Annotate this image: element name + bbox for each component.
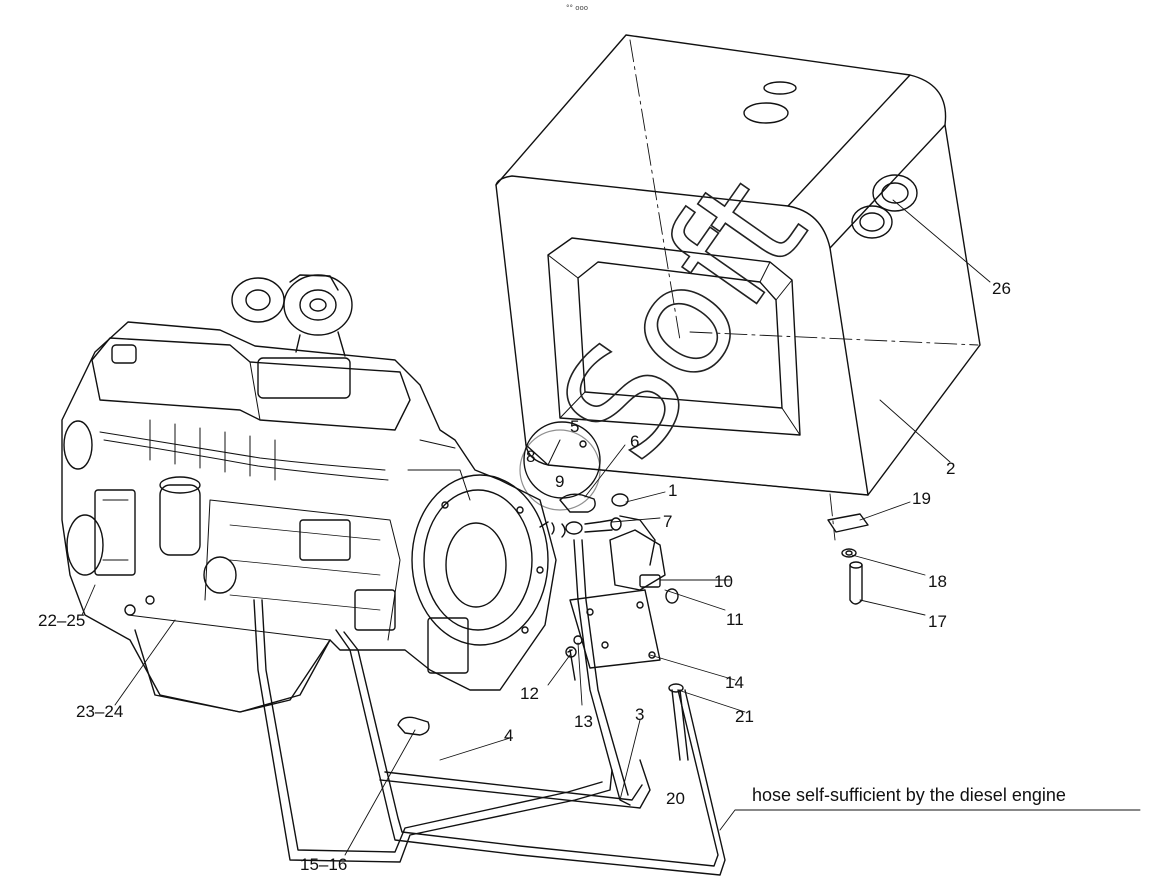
header-mark: °° ooo: [566, 4, 588, 12]
callout-1: 1: [668, 481, 677, 500]
fuel-hoses: [253, 513, 869, 876]
hose-caption: hose self-sufficient by the diesel engin…: [752, 785, 1066, 805]
watermark-text: Soft: [527, 148, 839, 490]
callout-10: 10: [714, 572, 733, 591]
callout-20: 20: [666, 789, 685, 808]
callout-26: 26: [992, 279, 1011, 298]
callout-9: 9: [555, 472, 564, 491]
callout-21: 21: [735, 707, 754, 726]
callout-23-24: 23–24: [76, 702, 123, 721]
engine: [61, 274, 557, 713]
fuel-fittings: [523, 421, 679, 681]
fuel-tank: [495, 34, 981, 541]
callout-19: 19: [912, 489, 931, 508]
callout-3: 3: [635, 705, 644, 724]
callout-4: 4: [504, 726, 513, 745]
callout-7: 7: [663, 512, 672, 531]
callout-labels: 26 2 19 18 17 11 10 1 7 6 5 8 9 14 21 12…: [38, 279, 1011, 874]
callout-18: 18: [928, 572, 947, 591]
callout-6: 6: [630, 432, 639, 451]
callout-5: 5: [570, 417, 579, 436]
callout-11: 11: [726, 610, 744, 629]
callout-14: 14: [725, 673, 744, 692]
callout-17: 17: [928, 612, 947, 631]
watermark-seal: [519, 429, 601, 511]
callout-2: 2: [946, 459, 955, 478]
callout-8: 8: [526, 447, 535, 466]
callout-15-16: 15–16: [300, 855, 347, 874]
leader-lines: [81, 199, 1141, 856]
callout-22-25: 22–25: [38, 611, 85, 630]
callout-12: 12: [520, 684, 539, 703]
callout-13: 13: [574, 712, 593, 731]
